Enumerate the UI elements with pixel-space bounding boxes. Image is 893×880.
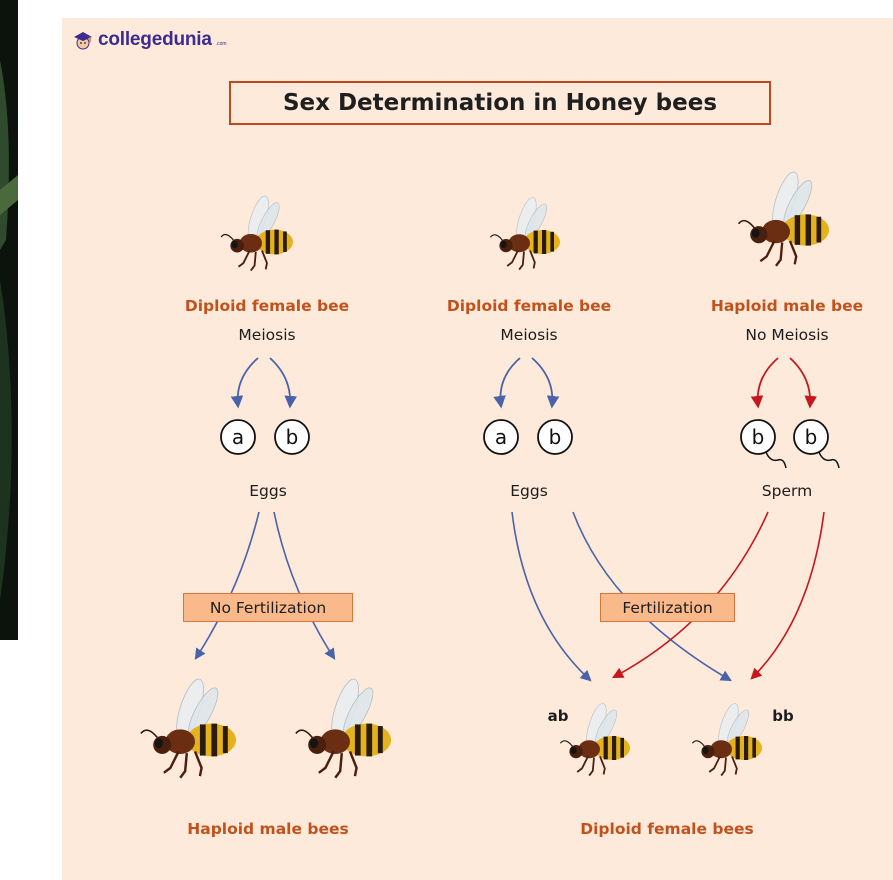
arrow-meiosis-left-b xyxy=(270,358,290,406)
arrow-meiosis-right-b xyxy=(532,358,552,406)
gamete-label: a xyxy=(495,425,507,449)
gamete-label: b xyxy=(752,425,765,449)
arrow-egg-to-male-1 xyxy=(196,512,259,658)
female-offspring-bee-icon-bb xyxy=(692,701,762,775)
male-offspring-bee-icon-2 xyxy=(296,676,391,778)
left-process-label: Meiosis xyxy=(238,326,295,344)
gamete-label: a xyxy=(232,425,244,449)
genotype-bb-label: bb xyxy=(772,707,793,725)
left-parent-label: Diploid female bee xyxy=(185,297,349,315)
arrow-nomeiosis-b1 xyxy=(758,358,778,406)
male-bee-icon-parent xyxy=(739,169,829,266)
right-male-gamete-label: Sperm xyxy=(762,482,812,500)
gamete-sperm-b2: b xyxy=(794,420,839,468)
arrow-meiosis-right-a xyxy=(500,358,520,406)
gamete-label: b xyxy=(805,425,818,449)
gamete-label: b xyxy=(286,425,299,449)
gamete-sperm-b1: b xyxy=(741,420,786,468)
genotype-ab-label: ab xyxy=(548,707,569,725)
left-offspring-label: Haploid male bees xyxy=(187,820,348,838)
gamete-egg-right-a: a xyxy=(484,420,518,454)
fertilization-tag: Fertilization xyxy=(600,593,735,622)
right-male-process: No Meiosis xyxy=(745,326,828,344)
arrow-sperm-to-bb xyxy=(752,512,824,678)
no-fertilization-tag: No Fertilization xyxy=(183,593,353,622)
male-offspring-bee-icon-1 xyxy=(141,676,236,778)
right-male-label: Haploid male bee xyxy=(711,297,863,315)
female-offspring-bee-icon-ab xyxy=(560,701,630,775)
female-bee-icon-right xyxy=(490,195,560,269)
female-bee-icon-left xyxy=(221,194,293,271)
arrow-egg-to-male-2 xyxy=(274,512,334,658)
arrow-meiosis-left-a xyxy=(238,358,258,406)
gamete-egg-left-a: a xyxy=(221,420,255,454)
gamete-egg-right-b: b xyxy=(538,420,572,454)
left-gamete-label: Eggs xyxy=(249,482,287,500)
gamete-label: b xyxy=(549,425,562,449)
right-female-label: Diploid female bee xyxy=(447,297,611,315)
right-offspring-label: Diploid female bees xyxy=(580,820,753,838)
arrow-egg-a-to-ab xyxy=(512,512,590,680)
arrow-nomeiosis-b2 xyxy=(790,358,810,406)
right-female-gamete-label: Eggs xyxy=(510,482,548,500)
right-female-process: Meiosis xyxy=(500,326,557,344)
gamete-egg-left-b: b xyxy=(275,420,309,454)
